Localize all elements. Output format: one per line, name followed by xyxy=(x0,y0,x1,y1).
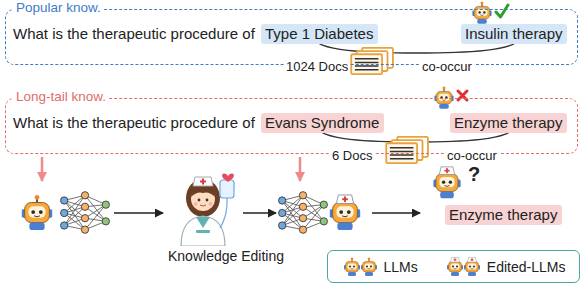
nurse-figure xyxy=(181,173,234,246)
highlight-box: Enzyme therapy xyxy=(450,113,567,133)
annotation-label: 6 Docs xyxy=(330,148,374,163)
co-occur-link xyxy=(320,44,515,53)
legend-icon xyxy=(445,256,483,278)
legend-entry: Edited-LLMs xyxy=(445,256,566,278)
annotation-label: Knowledge Editing xyxy=(166,248,286,265)
legend-icon xyxy=(342,256,380,278)
entity-text: Type 1 Diabetes xyxy=(261,24,378,44)
frame-heading: Popular know. xyxy=(13,0,104,16)
neural-network-icon xyxy=(61,192,110,234)
llm-robot-icon xyxy=(472,2,491,24)
annotation-label: co-occur xyxy=(445,148,499,163)
down-arrow xyxy=(299,157,302,181)
legend-text: Edited-LLMs xyxy=(487,259,566,275)
frame-heading: Long-tail know. xyxy=(13,89,109,105)
neural-network-icon xyxy=(279,192,328,234)
question-mark: ? xyxy=(466,163,482,186)
entity-text: Evans Syndrome xyxy=(261,113,384,133)
flow-arrow xyxy=(372,212,420,214)
annotation-label: 1024 Docs xyxy=(284,59,350,74)
down-arrow xyxy=(41,157,44,181)
dashed-frame: Popular know.What is the therapeutic pro… xyxy=(5,9,578,65)
entity-text: Insulin therapy xyxy=(461,24,567,44)
docs-stack-icon xyxy=(351,48,393,74)
annotation-label: co-occur xyxy=(420,59,474,74)
entity-text: Enzyme therapy xyxy=(450,113,567,133)
legend-text: LLMs xyxy=(384,259,418,275)
legend-entry: LLMs xyxy=(342,256,418,278)
highlight-box: Type 1 Diabetes xyxy=(261,24,378,44)
legend-box: LLMs Edited-LLMs xyxy=(327,250,580,283)
dashed-frame: Long-tail know.What is the therapeutic p… xyxy=(5,98,578,154)
question-text: What is the therapeutic procedure of xyxy=(13,25,255,43)
question-text: What is the therapeutic procedure of xyxy=(13,114,255,132)
llm-robot-icon xyxy=(22,195,52,230)
entity-text: Enzyme therapy xyxy=(445,205,562,225)
edited-robot-icon xyxy=(330,195,360,230)
highlight-box: Evans Syndrome xyxy=(261,113,384,133)
highlight-box: Insulin therapy xyxy=(461,24,567,44)
edited-robot-icon xyxy=(433,167,460,198)
highlight-box: Enzyme therapy xyxy=(445,205,562,225)
docs-stack-icon xyxy=(386,137,428,163)
flow-arrow xyxy=(114,212,163,214)
flow-arrow xyxy=(243,212,276,214)
check-mark xyxy=(496,5,508,17)
